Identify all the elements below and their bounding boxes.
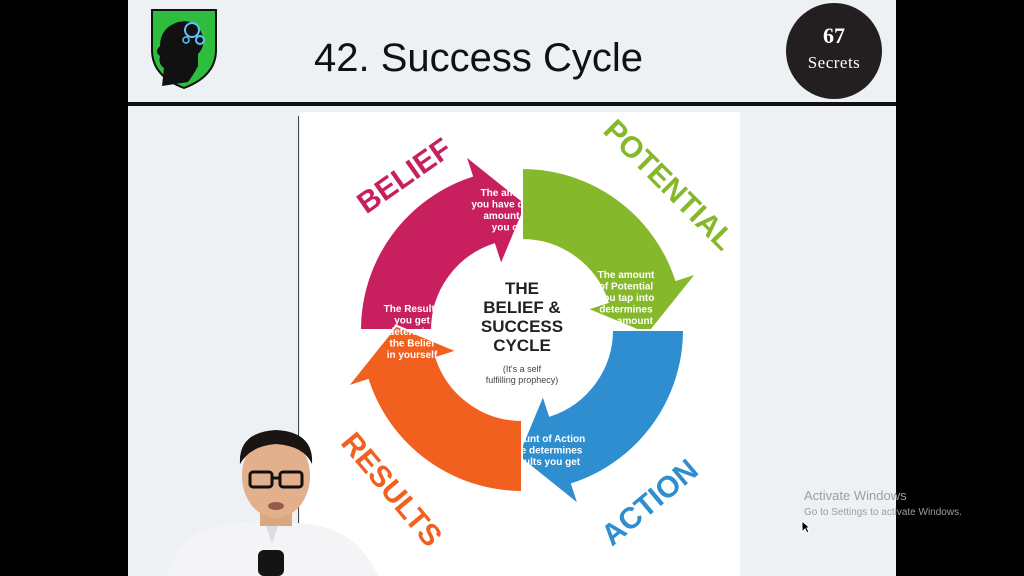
header-divider bbox=[128, 102, 896, 106]
watermark-title: Activate Windows bbox=[804, 488, 907, 503]
badge-word: Secrets bbox=[807, 53, 861, 72]
watermark-subtitle: Go to Settings to activate Windows. bbox=[804, 507, 962, 518]
slide-header: 42. Success Cycle 67 Secrets bbox=[128, 0, 896, 104]
mouse-pointer-icon bbox=[801, 520, 811, 534]
secrets-badge: 67 Secrets bbox=[786, 3, 882, 99]
cycle-arrow-results bbox=[344, 324, 523, 494]
badge-number: 67 bbox=[823, 23, 845, 48]
cycle-arrow-potential bbox=[521, 166, 700, 336]
cycle-arrow-action bbox=[516, 329, 686, 508]
thinking-head-logo-icon bbox=[151, 9, 217, 90]
vertical-divider bbox=[298, 116, 299, 566]
segment-label-action: ACTION bbox=[595, 453, 704, 552]
slide-title: 42. Success Cycle bbox=[314, 36, 644, 80]
presenter-webcam-image bbox=[168, 430, 378, 576]
cycle-arrow-belief bbox=[358, 152, 528, 331]
activate-windows-watermark: Activate Windows Go to Settings to activ… bbox=[804, 488, 962, 518]
